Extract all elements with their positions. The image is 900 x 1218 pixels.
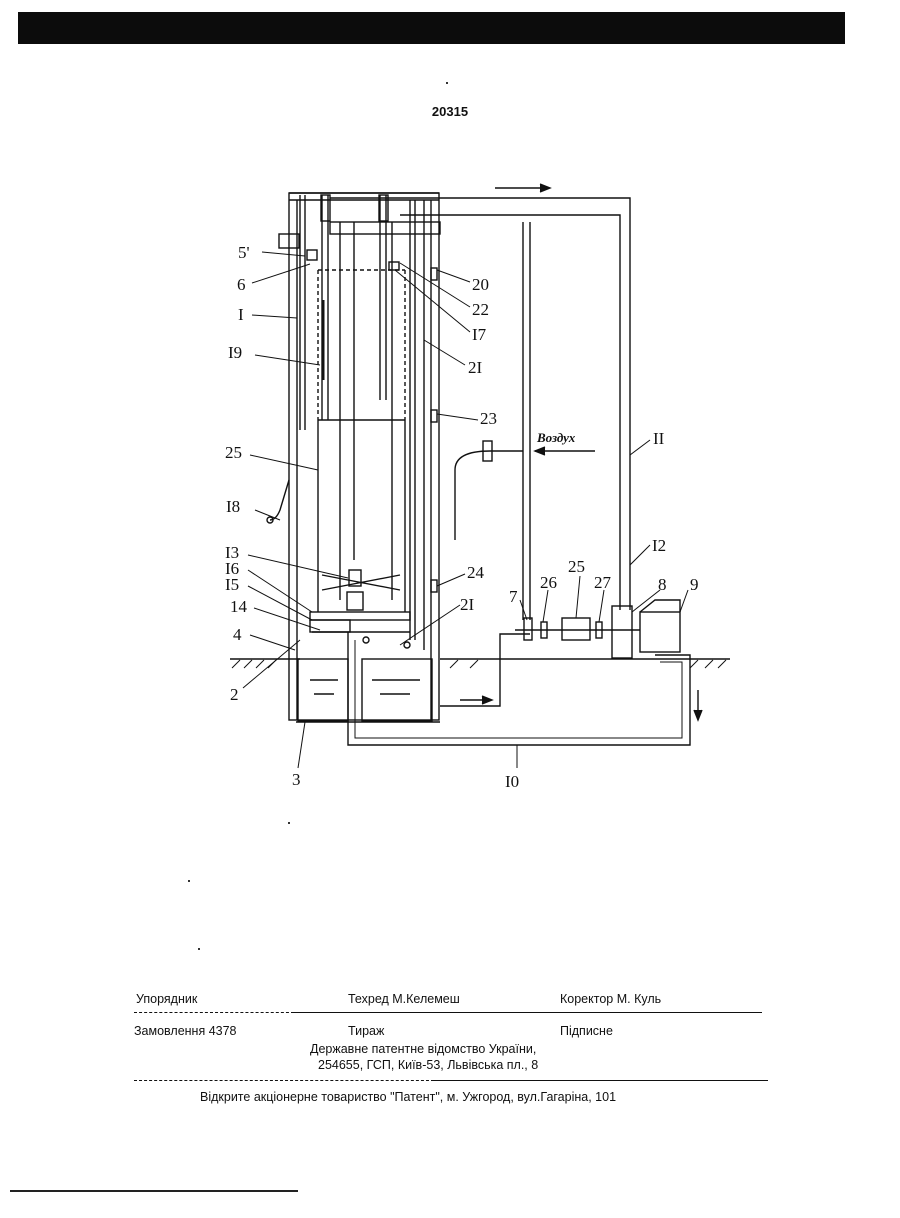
label-27: 27 bbox=[594, 573, 612, 592]
label-21a: 2I bbox=[468, 358, 483, 377]
scan-speck bbox=[288, 822, 290, 824]
signed-label: Підписне bbox=[560, 1024, 613, 1038]
label-5: 5' bbox=[238, 243, 250, 262]
compiler-label: Упорядник bbox=[136, 992, 197, 1006]
agency-name: Державне патентне відомство України, bbox=[310, 1042, 536, 1056]
label-12: I2 bbox=[652, 536, 666, 555]
separator bbox=[294, 1012, 762, 1013]
label-25b: 25 bbox=[568, 557, 585, 576]
label-14: 14 bbox=[230, 597, 248, 616]
label-18: I8 bbox=[226, 497, 240, 516]
label-25a: 25 bbox=[225, 443, 242, 462]
label-8: 8 bbox=[658, 575, 667, 594]
scan-speck bbox=[188, 880, 190, 882]
techred-label: Техред М.Келемеш bbox=[348, 992, 460, 1006]
separator bbox=[434, 1080, 768, 1081]
label-22: 22 bbox=[472, 300, 489, 319]
label-24: 24 bbox=[467, 563, 485, 582]
circulation-label: Тираж bbox=[348, 1024, 384, 1038]
label-7: 7 bbox=[509, 587, 518, 606]
label-15: I5 bbox=[225, 575, 239, 594]
label-19: I9 bbox=[228, 343, 242, 362]
scan-speck bbox=[198, 948, 200, 950]
agency-address: 254655, ГСП, Київ-53, Львівська пл., 8 bbox=[318, 1058, 538, 1072]
label-2: 2 bbox=[230, 685, 239, 704]
corrector-label: Коректор М. Куль bbox=[560, 992, 661, 1006]
air-label: Воздух bbox=[536, 430, 576, 445]
label-10: I0 bbox=[505, 772, 519, 791]
label-21b: 2I bbox=[460, 595, 475, 614]
label-9: 9 bbox=[690, 575, 699, 594]
scan-speck bbox=[446, 82, 448, 84]
label-6: 6 bbox=[237, 275, 246, 294]
label-20: 20 bbox=[472, 275, 489, 294]
label-3: 3 bbox=[292, 770, 301, 789]
label-4: 4 bbox=[233, 625, 242, 644]
separator bbox=[134, 1080, 434, 1081]
publisher-line: Відкрите акціонерне товариство "Патент",… bbox=[200, 1090, 616, 1104]
separator bbox=[134, 1012, 294, 1013]
label-1: I bbox=[238, 305, 244, 324]
label-26: 26 bbox=[540, 573, 557, 592]
patent-drawing: 5' 6 I I9 25 I8 I3 I6 I5 14 4 2 3 I0 20 … bbox=[0, 0, 900, 800]
label-23: 23 bbox=[480, 409, 497, 428]
label-17: I7 bbox=[472, 325, 487, 344]
scan-bottom-line bbox=[10, 1190, 298, 1192]
label-11: II bbox=[653, 429, 665, 448]
order-number: Замовлення 4378 bbox=[134, 1024, 237, 1038]
